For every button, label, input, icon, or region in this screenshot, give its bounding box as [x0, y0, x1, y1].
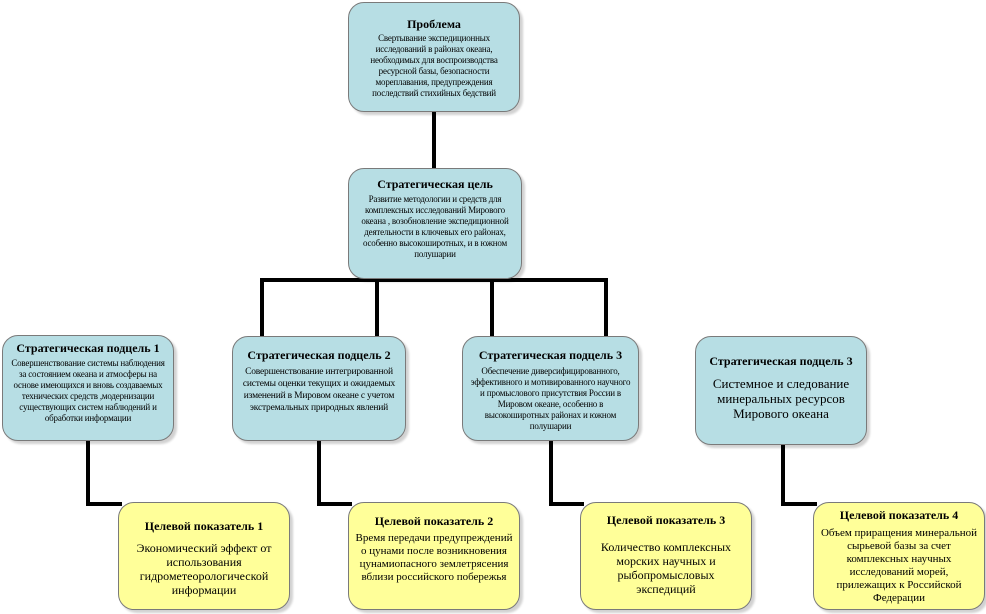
- connector-sub4-ind4: [781, 443, 817, 506]
- subgoal-1-text: Совершенствование системы наблюдения за …: [11, 358, 165, 423]
- subgoal-2-text: Совершенствование интегрированной систем…: [242, 367, 396, 413]
- subgoal-box-4: Стратегическая подцель 3 Системное и сле…: [695, 336, 867, 445]
- strategic-goal-box: Стратегическая цель Развитие методологии…: [348, 168, 522, 279]
- indicator-3-title: Целевой показатель 3: [606, 513, 726, 527]
- subgoal-3-title: Стратегическая подцель 3: [478, 348, 623, 362]
- subgoal-4-title: Стратегическая подцель 3: [709, 354, 853, 368]
- subgoal-box-1: Стратегическая подцель 1 Совершенствован…: [2, 335, 174, 441]
- indicator-3-text: Количество комплексных морских научных и…: [600, 540, 732, 596]
- problem-box: Проблема Свертывание экспедиционных иссл…: [348, 2, 520, 112]
- connector-goal-outer: [260, 278, 608, 340]
- connector-sub1-ind1: [86, 439, 122, 506]
- indicator-box-4: Целевой показатель 4 Объем приращения ми…: [813, 502, 985, 610]
- indicator-box-3: Целевой показатель 3 Количество комплекс…: [580, 502, 752, 610]
- subgoal-box-3: Стратегическая подцель 3 Обеспечение див…: [462, 336, 639, 441]
- subgoal-2-title: Стратегическая подцель 2: [247, 348, 391, 362]
- indicator-2-text: Время передачи предупреждений о цунами п…: [355, 532, 513, 583]
- subgoal-3-text: Обеспечение диверсифицированного, эффект…: [470, 366, 631, 431]
- problem-title: Проблема: [407, 17, 461, 31]
- subgoal-box-2: Стратегическая подцель 2 Совершенствован…: [232, 336, 406, 441]
- indicator-box-1: Целевой показатель 1 Экономический эффек…: [118, 502, 290, 610]
- subgoal-1-title: Стратегическая подцель 1: [16, 341, 160, 355]
- indicator-2-title: Целевой показатель 2: [374, 514, 494, 528]
- connector-sub3-ind3: [549, 439, 584, 506]
- subgoal-4-text: Системное и следование минеральных ресур…: [712, 376, 850, 421]
- indicator-1-title: Целевой показатель 1: [144, 519, 264, 533]
- indicator-4-title: Целевой показатель 4: [839, 508, 959, 522]
- problem-text: Свертывание экспедиционных исследований …: [370, 33, 498, 98]
- strategic-goal-title: Стратегическая цель: [377, 177, 493, 191]
- indicator-1-text: Экономический эффект от использования ги…: [136, 541, 272, 597]
- strategic-goal-text: Развитие методологии и средств для компл…: [361, 194, 509, 259]
- indicator-box-2: Целевой показатель 2 Время передачи пред…: [348, 502, 520, 610]
- connector-sub2-ind2: [317, 439, 352, 506]
- indicator-4-text: Объем приращения минеральной сырьевой ба…: [820, 527, 977, 604]
